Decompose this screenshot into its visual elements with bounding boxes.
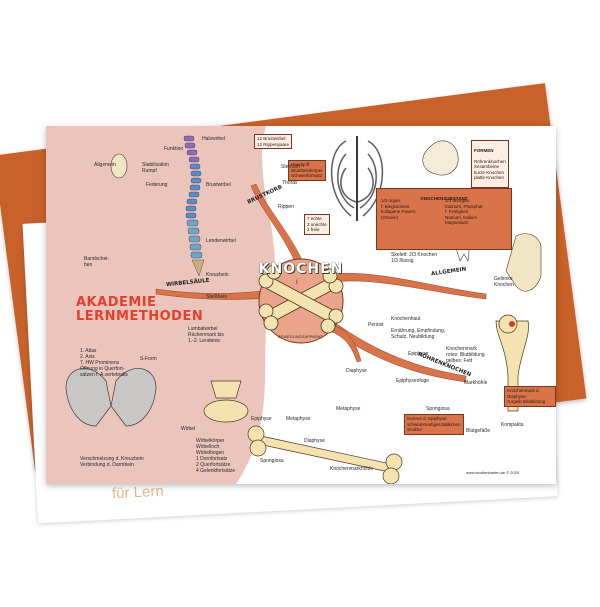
vertebra-illustration	[203, 380, 249, 423]
mindmap-drawing	[46, 126, 542, 484]
ribcage-illustration	[330, 136, 384, 221]
label-kreuzbein: Kreuzbein	[206, 272, 229, 278]
femur-illustration	[495, 314, 529, 412]
spine-illustration	[183, 135, 205, 277]
label-markhoehle: Markhöhle	[464, 380, 488, 386]
label-metaphyse-r: Metaphyse	[336, 406, 361, 412]
formen-title: FORMEN	[474, 147, 494, 153]
box-substanz: KNOCHENSUBSTANZ 1/3 organ. f. Biegsamkei…	[376, 188, 512, 250]
watermark-line1: AKADEMIE	[76, 295, 157, 310]
label-wirbel-list: Wirbelkörper Wirbelloch Wirbelbogen 1 Do…	[196, 438, 236, 474]
branch-wirbelsaeule	[155, 287, 287, 300]
label-lumbalwirbel: Lumbalwirbel Rückenmark bis 1.-2. Lenden…	[188, 326, 224, 344]
label-periost: Periost	[368, 322, 384, 328]
foot-icon	[505, 233, 542, 292]
label-knochenhaut: Knochenhaut	[391, 316, 421, 322]
substanz-title: KNOCHENSUBSTANZ	[420, 195, 468, 201]
branch-brustkorb	[250, 183, 309, 277]
watermark: AKADEMIE LERNMETHODEN	[76, 296, 203, 324]
label-verschmelzung: Verschmelzung d. Kreuzbein Verbindung d.…	[80, 456, 144, 468]
label-lendenwirbel: Lendenwirbel	[206, 238, 236, 244]
label-skelett: Skelett: 2/3 Knochen 1/3 flüssig	[391, 252, 438, 264]
label-kompakta: Kompakta	[501, 422, 524, 428]
label-diaphyse-bone: Diaphyse	[304, 438, 325, 444]
label-knochenmarkhoehle: Knochenmarkhöhle	[330, 466, 374, 472]
box-rippen: 12 Brustwirbel 12 Rippenpaare	[254, 134, 293, 149]
label-diaphyse: Diaphyse	[346, 368, 367, 374]
label-thorax: Thorax	[282, 180, 298, 186]
center-subtitle: BEWEGUNGSAPPARAT	[278, 334, 323, 339]
label-steissbein: Steißbein	[206, 294, 228, 300]
box-markraum: Knochenmark d. Diaphyse zurgelb Blutbild…	[504, 386, 556, 407]
box-rippen-list: 7 echte 3 unechte 2 freie	[304, 214, 330, 235]
box-sternum: Handgriff Brustbeinkörper Schwertfortsat…	[288, 160, 326, 181]
label-epiphysenfuge: Epiphysenfuge	[396, 378, 430, 384]
label-sternum: Sternum	[281, 164, 300, 170]
footer-credit: www.studienkarten.de © 2020	[466, 470, 520, 475]
watermark-line2: LERNMETHODEN	[76, 309, 204, 324]
center-numeral: I	[296, 280, 298, 286]
back-card-caption: für Lern	[111, 482, 165, 503]
label-epiphyse: Epiphyse	[408, 351, 429, 357]
substanz-left: 1/3 organ. f. Biegsamkeit kollagene Fase…	[381, 198, 416, 220]
label-atlas-list: 1. Atlas 2. Axis 7. HW Prominens Öffnung…	[80, 348, 128, 378]
label-funktion: Funktion	[164, 146, 184, 152]
label-halswirbel: Halswirbel	[202, 136, 226, 142]
label-epiphyse-bone: Epiphyse	[251, 416, 272, 422]
label-s-shape: S-Form	[140, 356, 157, 362]
branch-roehren	[321, 315, 467, 383]
label-spongiosa-bone: Spongiosa	[260, 458, 284, 464]
formen-list: Röhrenknochen Sesambeine kurze Knochen p…	[474, 158, 506, 181]
label-gelenke: Gelenke Knochen	[494, 276, 514, 288]
label-federung: Federung	[146, 182, 168, 188]
label-blutgefaesse: Blutgefäße	[466, 428, 491, 434]
label-stabilisation: Stabilisation Rumpf	[142, 162, 169, 174]
label-brustwirbel: Brustwirbel	[206, 182, 231, 188]
sesamoid-icon	[422, 140, 459, 176]
label-bandscheiben: Bandschei- ben	[84, 256, 110, 268]
pelvis-illustration	[65, 368, 157, 427]
substanz-right: 2/3 anorgan. Kalzium, Phosphat f. Festig…	[445, 198, 483, 225]
center-title: KNOCHEN	[258, 261, 344, 277]
box-innere: inneres d. Epiphyse schwammartiges Bälkc…	[404, 414, 464, 435]
label-wirbel: Wirbel	[181, 426, 196, 432]
label-knochenmark: Knochenmark rotes: Blutbildung gelbes: F…	[446, 346, 485, 364]
label-rippen: Rippen	[278, 204, 294, 210]
branch-allgemein	[320, 273, 487, 300]
label-spongiosa-r: Spongiosa	[426, 406, 450, 412]
mindmap-card: AKADEMIE LERNMETHODEN KNOCHEN I BEWEGUNG…	[46, 126, 556, 484]
label-allgemein-left: Allgemein	[94, 162, 116, 168]
long-bone-illustration	[247, 425, 403, 484]
label-metaphyse-bone: Metaphyse	[286, 416, 311, 422]
box-formen: FORMEN Röhrenknochen Sesambeine kurze Kn…	[471, 140, 509, 188]
skull-icon	[110, 153, 128, 179]
label-ernaehrung: Ernährung, Empfindung, Schutz, Neubildun…	[391, 328, 446, 340]
